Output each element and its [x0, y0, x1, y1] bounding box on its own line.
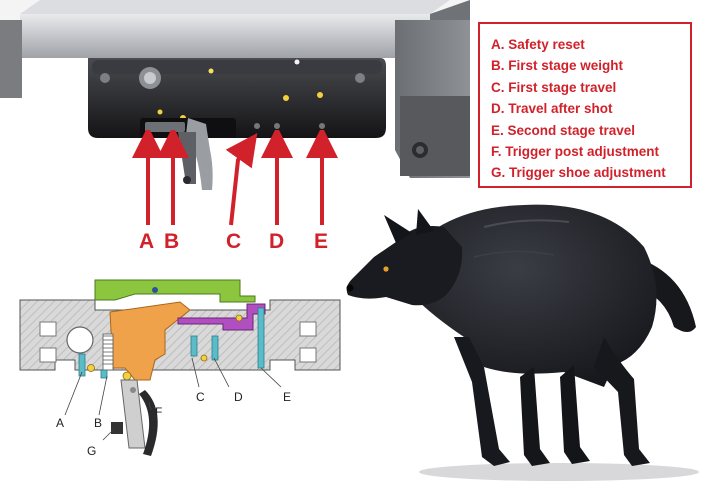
black-wolf-illustration — [346, 204, 699, 481]
diagram-label-g: G — [87, 444, 97, 458]
diagram-label-b: B — [94, 416, 103, 430]
legend-item-a: A. Safety reset — [491, 37, 585, 52]
trigger-cross-section-diagram — [19, 279, 341, 456]
diagram-label-c: C — [196, 390, 205, 404]
photo-label-a: A — [139, 230, 155, 253]
photo-label-c: C — [226, 230, 242, 253]
legend-item-d: D. Travel after shot — [491, 101, 613, 117]
arrow-c — [225, 132, 258, 226]
diagram-label-a: A — [56, 416, 65, 430]
diagram-label-e: E — [283, 390, 292, 404]
diagram-label-f: F — [155, 405, 163, 419]
photo-label-b: B — [164, 230, 180, 253]
adjustment-arrows — [132, 130, 338, 226]
legend-item-c: C. First stage travel — [491, 79, 617, 95]
legend-item-e: E. Second stage travel — [491, 122, 636, 138]
legend-item-b: B. First stage weight — [491, 58, 624, 74]
diagram-label-d: D — [234, 390, 243, 404]
legend-box: A. Safety reset B. First stage weight C.… — [478, 22, 692, 188]
legend-item-f: F. Trigger post adjustment — [491, 144, 660, 160]
photo-label-e: E — [314, 230, 329, 253]
photo-label-d: D — [269, 230, 285, 253]
trigger-unit-photo — [0, 0, 470, 190]
legend-item-g: G. Trigger shoe adjustment — [491, 165, 666, 181]
